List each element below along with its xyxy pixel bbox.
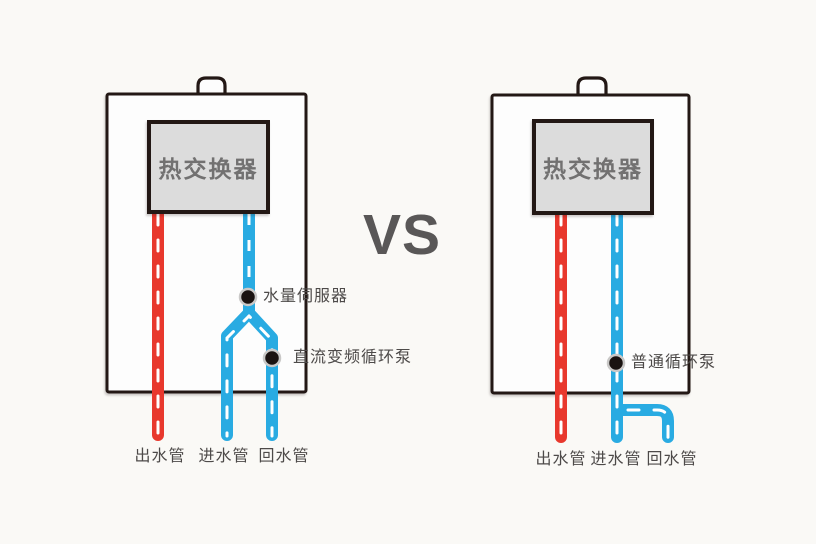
left-return-pipe-label: 回水管 <box>258 448 310 465</box>
left-outlet-pipe-label: 出水管 <box>134 448 186 465</box>
left-inlet-pipe-label: 进水管 <box>198 448 250 465</box>
left-water-servo-label: 水量伺服器 <box>263 288 349 305</box>
right-outlet-pipe-label: 出水管 <box>535 451 587 468</box>
left-heat-exchanger-label: 热交换器 <box>158 156 259 182</box>
right-heat-exchanger-label: 热交换器 <box>543 156 643 182</box>
left-inlet-branch-dashes <box>225 314 251 438</box>
right-pump-label: 普通循环泵 <box>631 354 717 371</box>
left-heater-unit <box>105 76 308 441</box>
right-return-branch-dashes <box>626 408 670 440</box>
right-return-branch <box>611 404 674 443</box>
left-dc-pump-dot <box>262 348 282 368</box>
left-heat-exchanger-box <box>147 120 270 214</box>
right-heat-exchanger-box <box>532 119 654 215</box>
left-return-branch-dashes <box>247 314 274 438</box>
right-return-pipe-label: 回水管 <box>646 451 698 468</box>
left-inlet-return-branches <box>221 307 278 441</box>
left-dc-pump-label: 直流变频循环泵 <box>293 349 413 366</box>
right-heater-unit <box>490 76 691 443</box>
right-inlet-pipe-label: 进水管 <box>590 451 642 468</box>
right-pump-dot <box>606 353 626 373</box>
left-water-servo-dot <box>238 287 258 307</box>
vs-text: VS <box>362 203 442 267</box>
